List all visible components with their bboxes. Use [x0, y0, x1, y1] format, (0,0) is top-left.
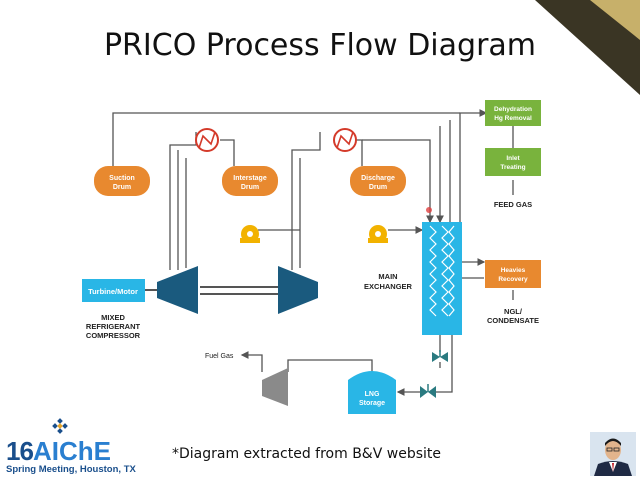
logo-event: Spring Meeting, Houston, TX — [6, 464, 136, 475]
logo-year: 16 — [6, 436, 34, 466]
cooler-1-icon — [195, 128, 219, 152]
svg-text:Dehydration: Dehydration — [494, 106, 532, 113]
pointer-dot — [426, 207, 432, 213]
interstage-drum: Interstage Drum — [222, 166, 278, 196]
svg-text:Recovery: Recovery — [498, 276, 528, 283]
cooler-2-icon — [333, 128, 357, 152]
lng-storage-tank: LNG Storage — [348, 371, 396, 414]
svg-text:Interstage: Interstage — [233, 175, 267, 182]
inlet-treating-box: Inlet Treating — [485, 148, 541, 176]
svg-text:Turbine/Motor: Turbine/Motor — [88, 287, 138, 296]
main-exchanger-label-1: MAIN — [378, 272, 397, 281]
discharge-drum: Discharge Drum — [350, 166, 406, 196]
suction-drum: Suction Drum — [94, 166, 150, 196]
footnote: *Diagram extracted from B&V website — [172, 446, 441, 462]
compressor-label-1: MIXED — [101, 313, 125, 322]
svg-text:Storage: Storage — [359, 400, 385, 407]
compressor-stage-2-icon — [278, 266, 318, 314]
feed-gas-label: FEED GAS — [494, 200, 532, 209]
pump-2-icon — [368, 225, 388, 243]
valve-1-icon — [432, 350, 448, 362]
heavies-recovery-box: Heavies Recovery — [485, 260, 541, 288]
valve-2-icon — [420, 384, 436, 398]
fuel-gas-label: Fuel Gas — [205, 353, 234, 360]
slide-title: PRICO Process Flow Diagram — [103, 28, 537, 63]
svg-text:Drum: Drum — [369, 184, 387, 191]
svg-text:Inlet: Inlet — [506, 155, 520, 162]
logo-org: AIChE — [33, 436, 111, 466]
aiche-logo-icon — [52, 418, 68, 434]
pump-1-icon — [240, 225, 260, 243]
svg-text:Discharge: Discharge — [361, 175, 395, 182]
presenter-thumbnail — [590, 432, 636, 476]
svg-text:Treating: Treating — [500, 164, 525, 171]
ngl-label-2: CONDENSATE — [487, 316, 539, 325]
ngl-label-1: NGL/ — [504, 307, 523, 316]
compressor-stage-1-icon — [157, 266, 198, 314]
fuel-gas-expander-icon — [262, 368, 288, 406]
svg-text:Heavies: Heavies — [501, 267, 526, 274]
dehydration-hg-removal-box: Dehydration Hg Removal — [485, 100, 541, 126]
main-exchanger-label-2: EXCHANGER — [364, 282, 413, 291]
svg-text:Drum: Drum — [113, 184, 131, 191]
main-exchanger — [422, 222, 462, 335]
svg-text:LNG: LNG — [365, 391, 380, 398]
compressor-label-3: COMPRESSOR — [86, 331, 141, 340]
compressor-label-2: REFRIGERANT — [86, 322, 141, 331]
svg-text:Drum: Drum — [241, 184, 259, 191]
svg-text:Suction: Suction — [109, 175, 135, 182]
turbine-motor-box: Turbine/Motor — [82, 279, 145, 302]
svg-text:Hg Removal: Hg Removal — [494, 115, 532, 122]
